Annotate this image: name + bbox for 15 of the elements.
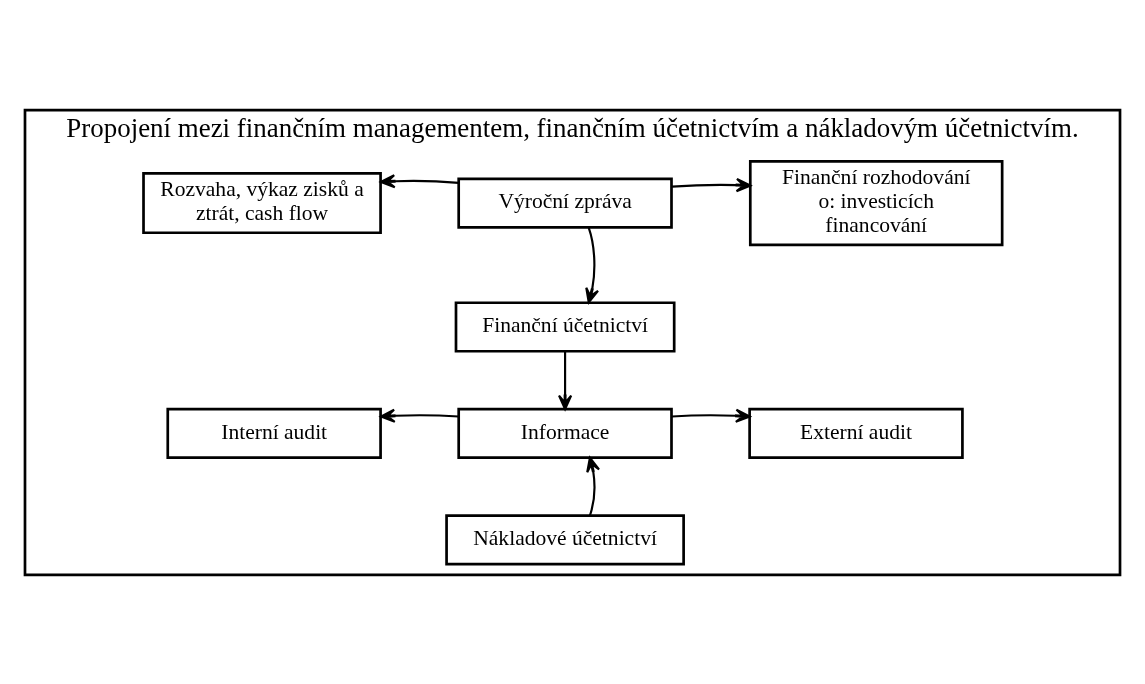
node-box: Výroční zpráva [457, 177, 673, 229]
arrow [671, 177, 752, 192]
arrow [671, 408, 751, 423]
arrow [585, 227, 600, 303]
arrow [379, 173, 459, 188]
node-box: Informace [457, 407, 673, 459]
arrow [586, 456, 601, 516]
node-box: Finanční rozhodování o: investicích financování [748, 159, 1004, 246]
arrow [557, 350, 573, 410]
node-box: Rozvaha, výkaz zisků a ztrát, cash flow [142, 171, 382, 234]
node-box: Nákladové účetnictví [445, 513, 685, 565]
node-box: Interní audit [166, 407, 382, 459]
node-box: Finanční účetnictví [454, 300, 676, 353]
node-box: Externí audit [748, 407, 964, 459]
arrow [379, 408, 459, 423]
